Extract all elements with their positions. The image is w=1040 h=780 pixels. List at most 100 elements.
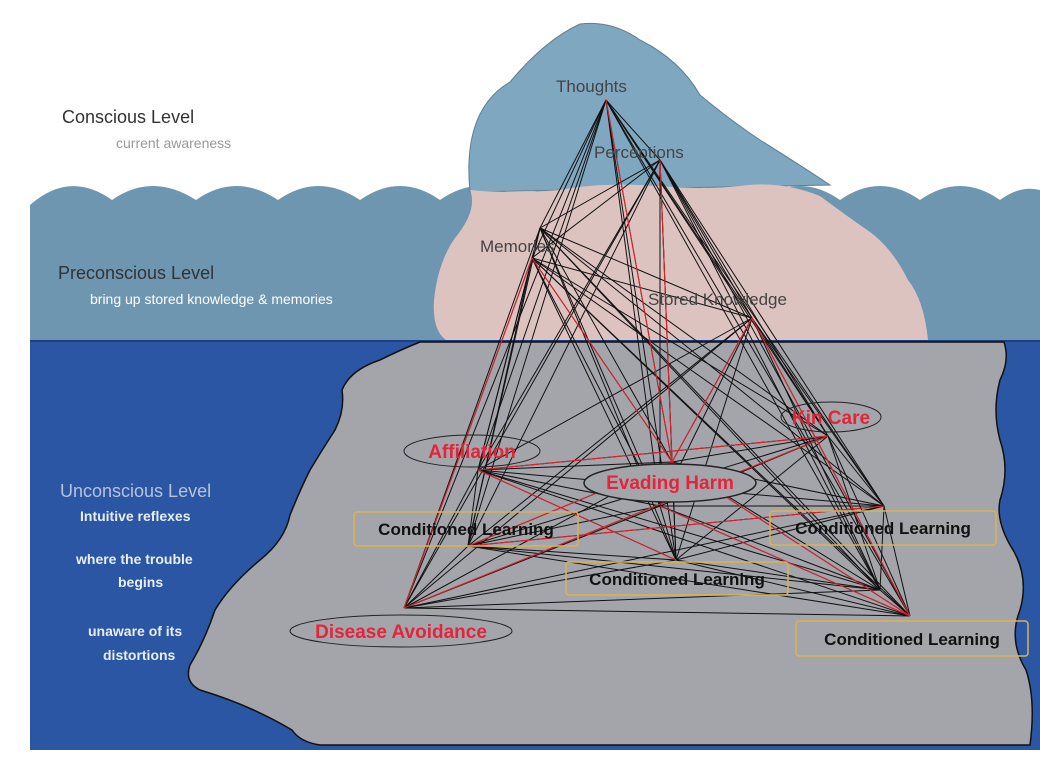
affiliation-label: Affiliation <box>428 442 516 463</box>
network-line <box>605 99 829 437</box>
network-line <box>477 317 753 471</box>
network-line <box>477 461 673 471</box>
memories-label: Memories <box>480 237 555 256</box>
network-line <box>477 227 541 471</box>
disease-avoidance-node: Disease Avoidance <box>289 614 513 648</box>
network-line <box>675 559 881 591</box>
unconscious-level-title: Unconscious Level <box>60 481 211 501</box>
network-line <box>675 317 753 561</box>
network-line <box>403 317 753 609</box>
network-line <box>751 317 829 437</box>
network-line <box>539 227 911 617</box>
kin-care-node: Kin Care <box>780 401 882 433</box>
conditioned-learning-right-label: Conditioned Learning <box>795 519 971 538</box>
evading-harm-label: Evading Harm <box>606 473 734 494</box>
affiliation-node: Affiliation <box>403 434 541 468</box>
network-line <box>659 505 881 591</box>
network-red-line <box>659 159 673 463</box>
network-line <box>659 159 885 507</box>
disease-avoidance-label: Disease Avoidance <box>315 622 487 643</box>
network-line <box>531 257 829 437</box>
network-line <box>879 505 885 591</box>
preconscious-level-subtitle: bring up stored knowledge & memories <box>90 291 333 307</box>
network-red-line <box>659 505 911 617</box>
network-line <box>539 227 673 463</box>
network-red-line <box>403 257 533 609</box>
network-line <box>827 435 911 617</box>
unconscious-note-3: begins <box>118 574 163 590</box>
network-line <box>539 227 661 507</box>
network-line <box>477 469 881 591</box>
network-line <box>827 435 881 591</box>
network-line <box>531 257 885 507</box>
kin-care-label: Kin Care <box>792 408 870 429</box>
conditioned-learning-left-label: Conditioned Learning <box>378 520 554 539</box>
conditioned-learning-center: Conditioned Learning <box>565 561 789 596</box>
underwater-iceberg <box>187 341 1033 746</box>
network-line <box>539 99 607 229</box>
network-line <box>403 559 677 609</box>
network-line <box>605 99 661 161</box>
network-line <box>659 159 881 591</box>
network-line <box>403 589 881 609</box>
network-line <box>605 99 885 507</box>
network-line <box>531 257 753 319</box>
network-line <box>539 227 829 437</box>
network-line <box>879 589 911 617</box>
conditioned-learning-right: Conditioned Learning <box>769 510 997 546</box>
network-line <box>403 607 911 617</box>
network-line <box>675 435 829 561</box>
network-line <box>883 505 911 617</box>
conditioned-learning-bottom-right: Conditioned Learning <box>795 620 1029 657</box>
network-line <box>467 505 661 547</box>
network-red-line <box>605 99 673 463</box>
network-line <box>403 505 885 609</box>
network-line <box>751 317 885 507</box>
network-line <box>539 227 753 319</box>
network-line <box>403 545 469 609</box>
network-line <box>539 227 677 561</box>
network-line <box>477 159 661 471</box>
conditioned-learning-center-label: Conditioned Learning <box>589 570 765 589</box>
network-line <box>531 257 881 591</box>
network-red-lines <box>403 99 911 617</box>
conditioned-learning-left: Conditioned Learning <box>353 511 579 547</box>
network-red-line <box>531 257 673 463</box>
network-line <box>539 159 661 229</box>
network-line <box>467 317 753 547</box>
network-line <box>467 99 607 547</box>
preconscious-level-title: Preconscious Level <box>58 263 214 283</box>
unconscious-note-4: unaware of its <box>88 623 182 639</box>
network-red-line <box>477 469 677 561</box>
evading-harm-node: Evading Harm <box>583 463 757 503</box>
iceberg-tip <box>468 22 832 193</box>
network-line <box>403 469 479 609</box>
network-line <box>539 227 881 591</box>
network-red-line <box>467 505 885 547</box>
network-red-line <box>751 317 911 617</box>
conscious-level-title: Conscious Level <box>62 107 194 127</box>
network-red-line <box>671 317 753 463</box>
unconscious-note-5: distortions <box>103 647 176 663</box>
network-line <box>467 545 881 591</box>
network-line <box>467 469 479 547</box>
network-line <box>675 505 885 561</box>
network-line <box>403 99 607 609</box>
network-line <box>467 159 661 547</box>
network-line <box>467 227 541 547</box>
network-red-line <box>477 435 829 471</box>
network-line <box>827 435 885 507</box>
unconscious-note-1: Intuitive reflexes <box>80 508 191 524</box>
network-line <box>403 159 661 609</box>
stored-knowledge-label: Stored Knowledge <box>648 290 787 309</box>
thoughts-label: Thoughts <box>556 77 627 96</box>
conscious-level-subtitle: current awareness <box>116 135 231 151</box>
network-line <box>659 159 753 319</box>
unconscious-note-2: where the trouble <box>75 551 193 567</box>
conditioned-learning-bottom-right-label: Conditioned Learning <box>824 630 1000 649</box>
network-line <box>659 159 829 437</box>
network-red-line <box>403 435 829 609</box>
network-line <box>675 559 911 617</box>
network-line <box>467 545 911 617</box>
